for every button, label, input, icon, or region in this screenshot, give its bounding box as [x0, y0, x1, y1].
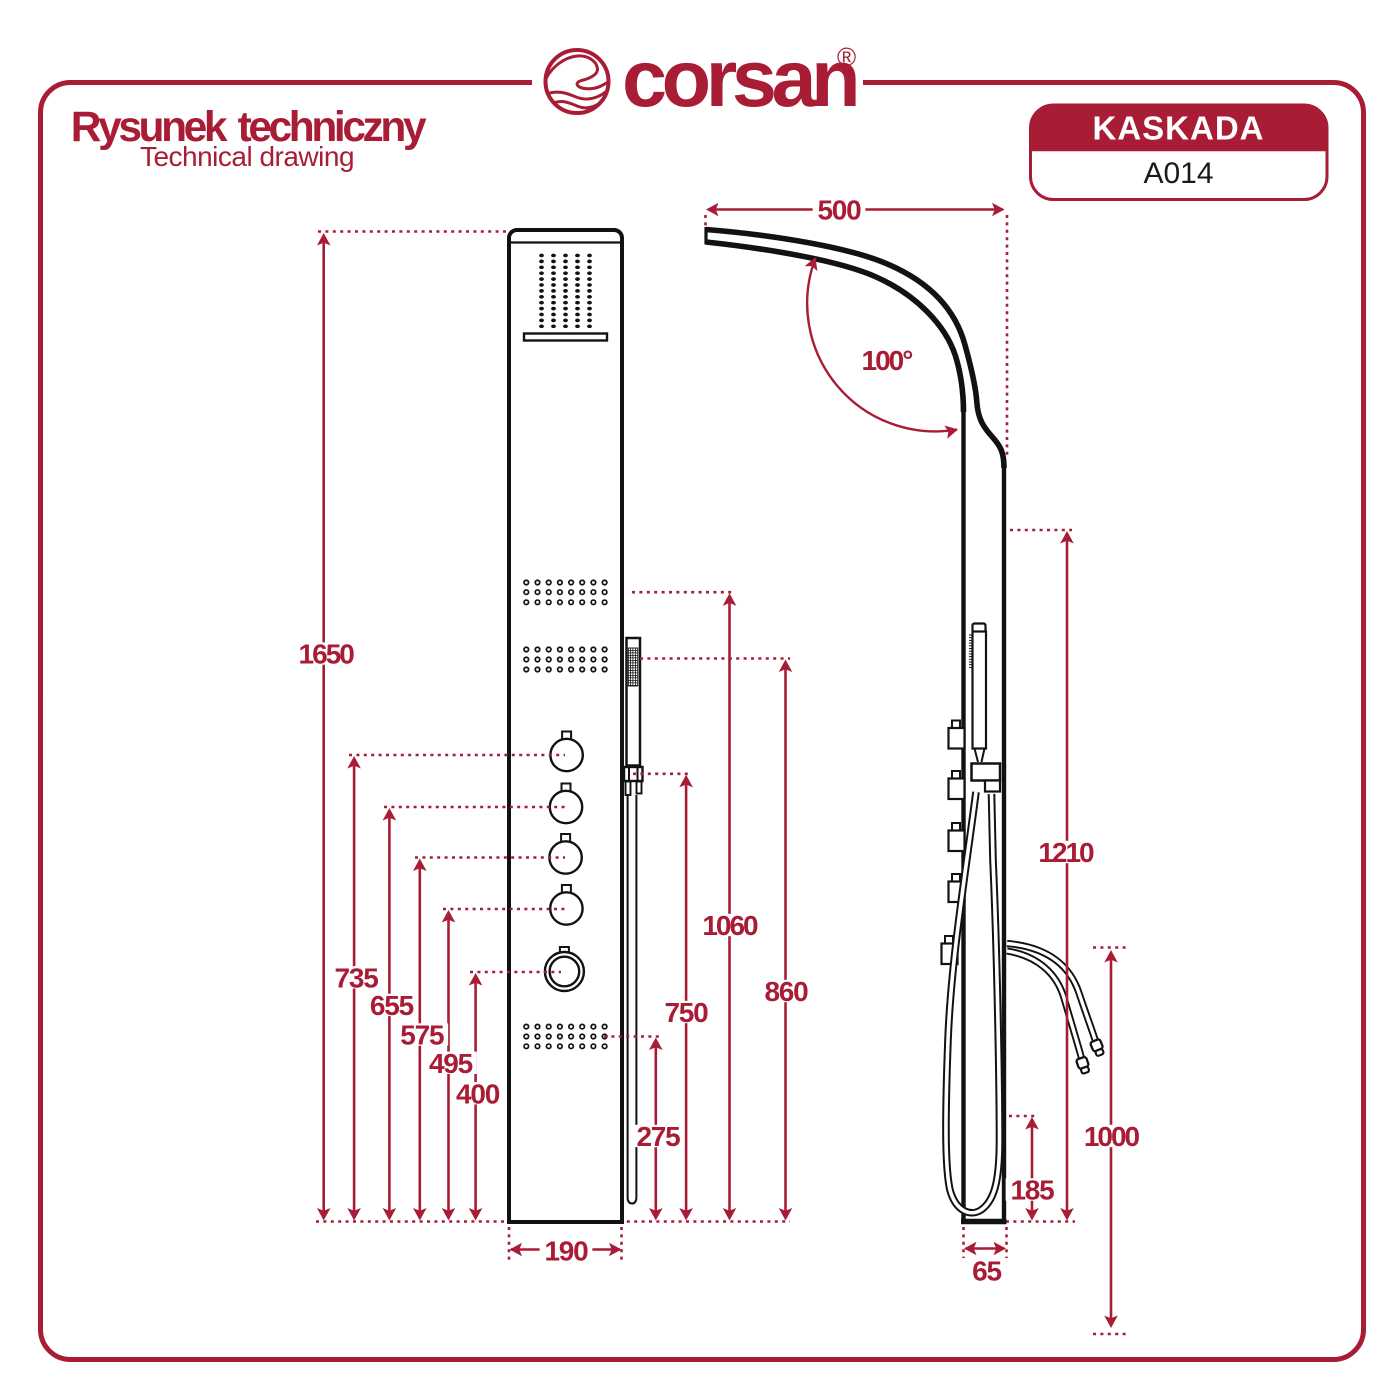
- svg-text:860: 860: [764, 976, 808, 1007]
- svg-text:190: 190: [544, 1236, 588, 1267]
- svg-text:corsan: corsan: [622, 34, 856, 124]
- svg-text:400: 400: [456, 1078, 500, 1109]
- svg-text:655: 655: [370, 990, 414, 1021]
- svg-text:735: 735: [335, 962, 379, 993]
- svg-text:500: 500: [817, 195, 861, 226]
- svg-text:Rysunek techniczny: Rysunek techniczny: [71, 104, 427, 151]
- svg-text:1060: 1060: [702, 910, 758, 941]
- svg-text:65: 65: [972, 1256, 1001, 1287]
- svg-text:275: 275: [636, 1121, 680, 1152]
- svg-text:750: 750: [664, 997, 708, 1028]
- svg-text:1210: 1210: [1038, 837, 1094, 868]
- svg-text:Technical drawing: Technical drawing: [140, 141, 354, 172]
- svg-text:575: 575: [400, 1020, 444, 1051]
- svg-text:495: 495: [429, 1048, 473, 1079]
- svg-text:185: 185: [1010, 1175, 1054, 1206]
- svg-text:®: ®: [837, 42, 856, 72]
- svg-text:KASKADA: KASKADA: [1093, 110, 1265, 147]
- svg-text:A014: A014: [1143, 157, 1213, 190]
- svg-text:100°: 100°: [862, 345, 913, 376]
- svg-text:1000: 1000: [1084, 1121, 1140, 1152]
- svg-text:1650: 1650: [299, 639, 355, 670]
